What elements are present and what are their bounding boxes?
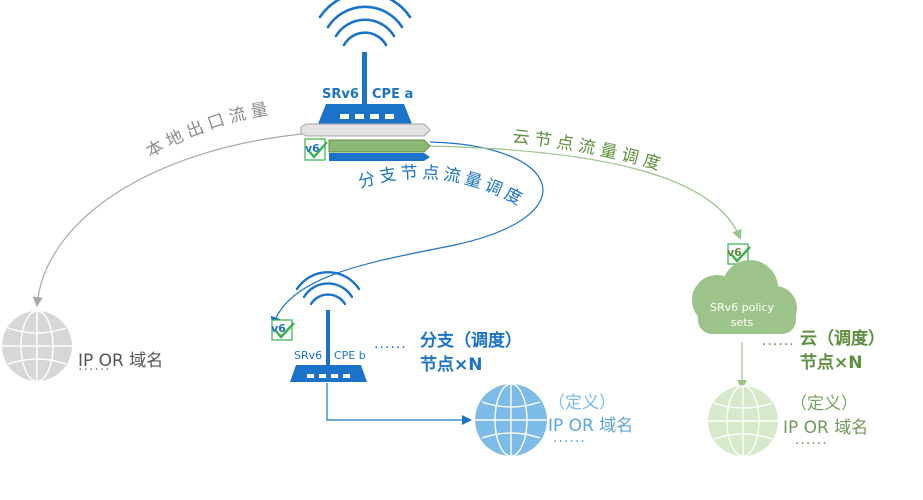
tunnel-local [300, 123, 431, 137]
antenna [362, 52, 367, 112]
cloud-flow-arrow [429, 145, 742, 240]
svg-text:v6: v6 [727, 246, 742, 259]
router-body [290, 365, 367, 382]
v6-badge-cpe-a: v6 [304, 138, 328, 161]
v6-badge-cloud: v6 [727, 243, 751, 265]
v6-badge-cpe-b: v6 [271, 319, 295, 341]
antenna [326, 310, 330, 368]
cloud-dots: ······ [762, 337, 795, 353]
tunnel-cloud [328, 139, 431, 153]
branch-title: 分支（调度） [420, 331, 522, 351]
branch-flow-label: 分支节点流量调度 [356, 163, 529, 211]
cloud-destination-note: （定义） [790, 394, 858, 414]
branch-count: 节点×N [420, 355, 483, 375]
wifi-icon [318, 0, 412, 47]
cloud-node-count: 节点×N [800, 353, 863, 373]
cpe-b-link-arrow [326, 383, 472, 425]
cpe-a-router: SRv6 CPE a [318, 0, 413, 124]
cloud-destination-dots: ······ [795, 436, 828, 452]
globe-icon-branch [475, 383, 547, 457]
cloud-destination-label: IP OR 域名 [783, 418, 869, 438]
check-icon [275, 322, 295, 339]
check-icon [308, 141, 328, 159]
local-destination-dots: ······ [78, 362, 111, 378]
cpe-a-name: CPE a [372, 87, 413, 102]
cpe-b-protocol: SRv6 [294, 349, 322, 362]
globe-icon-local [2, 310, 72, 382]
local-destination-label: IP OR 域名 [78, 351, 164, 371]
cloud-node-title: 云（调度） [800, 329, 885, 349]
globe-icon-cloud [708, 385, 778, 457]
cpe-b-name: CPE b [334, 349, 366, 362]
cpe-b-router: SRv6 CPE b [290, 271, 367, 382]
check-icon [731, 246, 751, 263]
cloud-text-line1: SRv6 policy [710, 301, 775, 314]
branch-destination-dots: ······ [553, 434, 586, 450]
wifi-icon [295, 271, 361, 306]
branch-destination-note: （定义） [548, 393, 616, 413]
branch-dots: ······ [374, 340, 407, 356]
branch-flow-arrow [270, 141, 544, 327]
branch-destination-label: IP OR 域名 [548, 416, 634, 436]
tunnel-branch [329, 153, 430, 161]
cloud-icon [692, 260, 797, 334]
router-body [318, 104, 412, 124]
cloud-text-line2: sets [731, 316, 754, 329]
cpe-a-protocol: SRv6 [322, 87, 359, 102]
svg-text:v6: v6 [271, 322, 286, 335]
local-flow-arrow [32, 133, 303, 307]
